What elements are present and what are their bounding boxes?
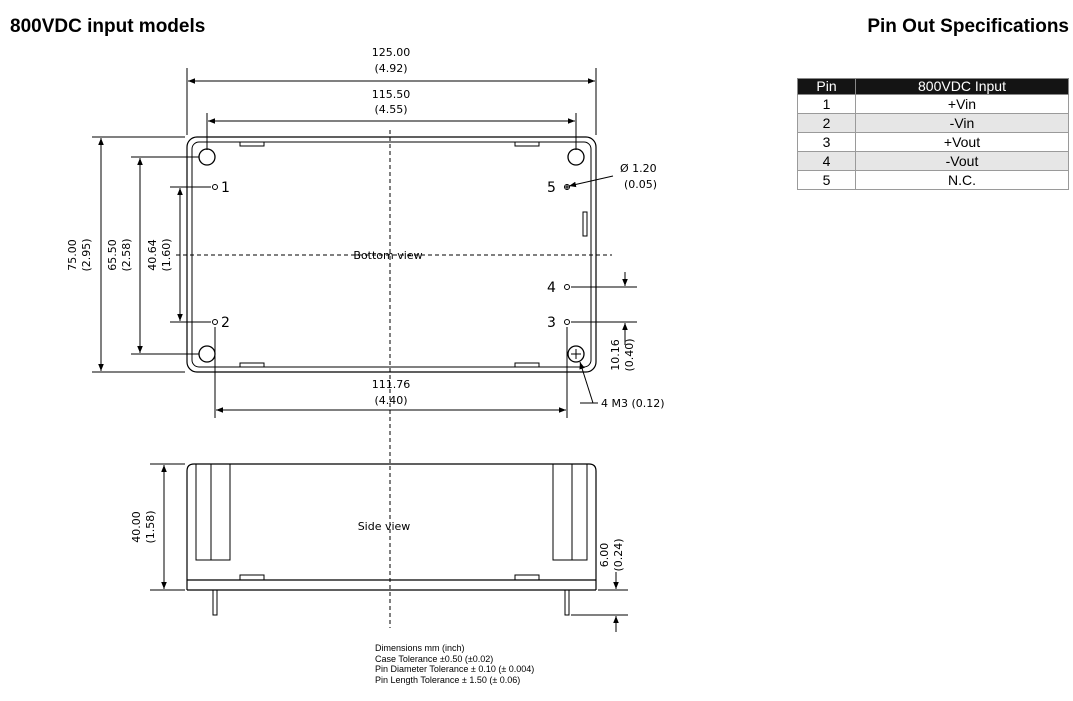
dim-side-height-in: (1.58) (144, 510, 157, 543)
case-side-tab (582, 211, 588, 237)
pin-2-marker (212, 319, 218, 325)
dim-height-total-mm: 75.00 (66, 239, 79, 271)
table-row: 1 +Vin (797, 94, 1069, 114)
pin-2-label: 2 (221, 315, 230, 331)
dim-side-height-mm: 40.00 (130, 511, 143, 543)
pin-diameter-label: Ø 1.20 (620, 162, 657, 175)
pin-1-marker (212, 184, 218, 190)
dim-width-total-in: (4.92) (374, 62, 407, 75)
pin-number-cell: 4 (797, 151, 856, 171)
dim-height-pins-mm: 40.64 (146, 239, 159, 271)
mounting-hole (198, 148, 216, 166)
pin-3-label: 3 (547, 315, 556, 331)
pin-function-cell: +Vin (855, 94, 1069, 114)
table-row: 5 N.C. (797, 170, 1069, 190)
dim-width-pins-in: (4.40) (374, 394, 407, 407)
pin-4-label: 4 (547, 280, 556, 296)
pin-diameter-label-in: (0.05) (624, 178, 657, 191)
pinout-header-pin: Pin (797, 78, 856, 95)
dim-pin-offset-mm: 10.16 (609, 339, 622, 371)
pinout-table: Pin 800VDC Input 1 +Vin 2 -Vin 3 +Vout 4… (797, 78, 1069, 190)
pin-4-marker (564, 284, 570, 290)
table-row: 2 -Vin (797, 113, 1069, 133)
case-tab (239, 141, 265, 147)
pin-function-cell: +Vout (855, 132, 1069, 152)
pin-function-cell: -Vout (855, 151, 1069, 171)
dim-height-total-in: (2.95) (80, 238, 93, 271)
case-tab (514, 141, 540, 147)
dim-pin-offset-in: (0.40) (623, 338, 636, 371)
table-row: 4 -Vout (797, 151, 1069, 171)
side-view-wall-right (552, 463, 588, 561)
dim-pin-length-in: (0.24) (612, 538, 625, 571)
dim-width-holes-in: (4.55) (374, 103, 407, 116)
dim-height-holes-mm: 65.50 (106, 239, 119, 271)
mounting-hole (567, 148, 585, 166)
bottom-view-label: Bottom view (353, 249, 422, 262)
side-view-label: Side view (358, 520, 411, 533)
mount-hole-leader (579, 361, 594, 404)
pin-function-cell: N.C. (855, 170, 1069, 190)
table-row: 3 +Vout (797, 132, 1069, 152)
pin-5-label: 5 (547, 180, 556, 196)
pin-diameter-leader (568, 175, 614, 188)
pinout-header-function: 800VDC Input (855, 78, 1069, 95)
side-view-case (186, 463, 597, 580)
case-tab (239, 362, 265, 368)
dim-width-holes-mm: 115.50 (372, 88, 411, 101)
dim-width-pins-mm: 111.76 (372, 378, 411, 391)
mounting-hole (198, 345, 216, 363)
page-title: 800VDC input models (10, 16, 206, 37)
note-line: Dimensions mm (inch) (375, 643, 465, 653)
tolerance-notes: Dimensions mm (inch) Case Tolerance ±0.5… (375, 643, 534, 685)
pin-number-cell: 3 (797, 132, 856, 152)
pin-3-marker (564, 319, 570, 325)
side-view-wall-left (195, 463, 231, 561)
pin-number-cell: 5 (797, 170, 856, 190)
pin-number-cell: 1 (797, 94, 856, 114)
side-view-pin (212, 589, 218, 616)
dim-width-total-mm: 125.00 (372, 46, 411, 59)
pin-number-cell: 2 (797, 113, 856, 133)
pinout-header-row: Pin 800VDC Input (797, 78, 1069, 95)
note-line: Pin Length Tolerance ± 1.50 (± 0.06) (375, 674, 521, 685)
pinout-title: Pin Out Specifications (867, 16, 1069, 37)
dim-height-pins-in: (1.60) (160, 238, 173, 271)
case-tab (514, 362, 540, 368)
dim-height-holes-in: (2.58) (120, 238, 133, 271)
note-line: Case Tolerance ±0.50 (±0.02) (375, 653, 494, 664)
dim-pin-length-mm: 6.00 (598, 543, 611, 568)
side-view-pin (564, 589, 570, 616)
pin-function-cell: -Vin (855, 113, 1069, 133)
side-view-tab (239, 574, 265, 581)
mount-hole-label: 4 M3 (0.12) (601, 397, 665, 410)
pin-1-label: 1 (221, 180, 230, 196)
note-line: Pin Diameter Tolerance ± 0.10 (± 0.004) (375, 664, 535, 674)
side-view-tab (514, 574, 540, 581)
